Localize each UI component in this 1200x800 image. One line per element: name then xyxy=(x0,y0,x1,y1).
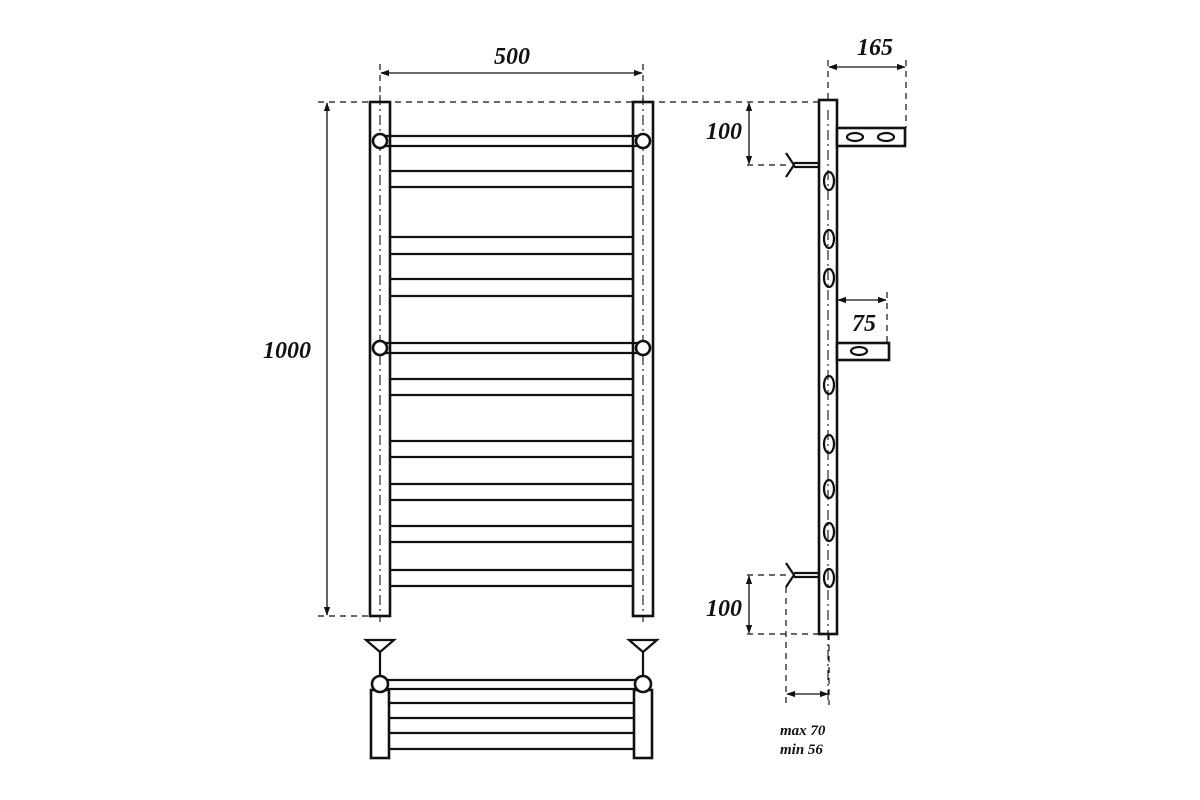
top-shelf-bars xyxy=(387,678,636,751)
wall-min-label: min 56 xyxy=(780,742,823,758)
side-bar-ends xyxy=(822,170,836,589)
top-view xyxy=(363,638,660,760)
side-mount-bottom xyxy=(785,562,796,588)
top-right-block xyxy=(632,688,654,760)
knob-mid-left xyxy=(371,339,389,357)
top-left-block xyxy=(369,688,391,760)
bottom-offset-label: 100 xyxy=(706,596,742,622)
knob-mid-right xyxy=(634,339,652,357)
top-knob-left xyxy=(370,674,390,694)
front-bars xyxy=(384,134,639,588)
mount-cup-left xyxy=(363,638,397,654)
side-mid-shelf-bracket xyxy=(835,341,891,362)
shelf-gap-label: 75 xyxy=(852,311,876,337)
width-label: 500 xyxy=(494,44,530,70)
side-mount-top xyxy=(785,152,796,178)
top-knob-right xyxy=(633,674,653,694)
top-offset-label: 100 xyxy=(706,119,742,145)
mount-cup-right xyxy=(626,638,660,654)
knob-top-left xyxy=(371,132,389,150)
depth-label: 165 xyxy=(857,35,893,61)
side-view: 165 100 100 75 max 70 min 56 xyxy=(706,35,907,758)
front-view: 500 1000 xyxy=(263,44,828,622)
knob-top-right xyxy=(634,132,652,150)
height-label: 1000 xyxy=(263,338,311,364)
wall-max-label: max 70 xyxy=(780,723,826,739)
